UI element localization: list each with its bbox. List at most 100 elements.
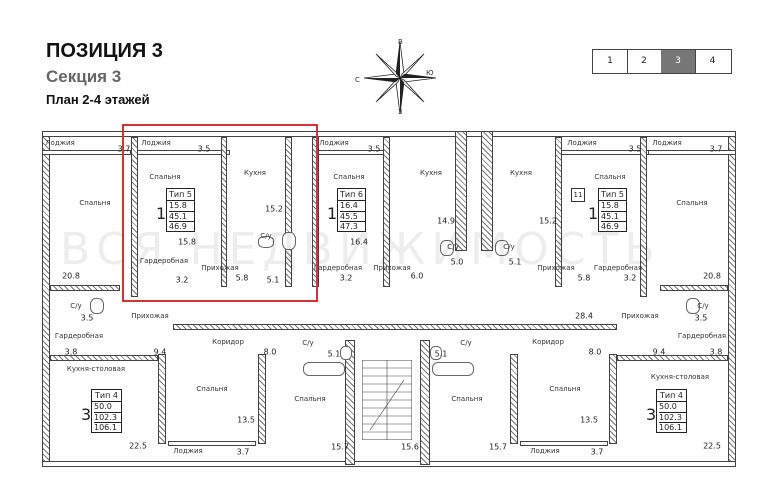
area-label: 15.7	[489, 442, 507, 452]
room-label: Гардеробная	[677, 332, 727, 340]
room-label: Кухня-столовая	[650, 373, 710, 381]
wall	[168, 441, 256, 446]
wall	[312, 137, 319, 287]
wall	[285, 137, 292, 287]
wall	[131, 137, 138, 297]
wall	[50, 355, 158, 361]
room-label: С/у	[302, 339, 314, 347]
area-with-loggia: 106.1	[659, 422, 686, 433]
wall	[660, 285, 728, 291]
apartment-type: Тип 6	[338, 189, 365, 201]
wall	[258, 354, 266, 444]
area-label: 5.1	[327, 349, 341, 359]
living-area: 15.8	[601, 201, 619, 210]
area-label: 14.9	[437, 216, 455, 226]
compass-east: Ю	[426, 69, 434, 77]
toilet-icon	[340, 346, 352, 360]
wall	[50, 285, 120, 291]
page-title: ПОЗИЦИЯ 3	[46, 40, 163, 62]
wall	[221, 137, 227, 287]
wall	[640, 137, 647, 297]
room-label: Спальня	[196, 385, 228, 393]
room-label: Лоджия	[652, 139, 682, 147]
wall	[510, 354, 518, 444]
apartment-info-1[interactable]: Тип 5 1 15.8 45.1 46.9	[156, 188, 195, 232]
room-label: С/у	[260, 232, 272, 240]
apartment-info-5[interactable]: Тип 4 3 50.0 102.3 106.1	[646, 389, 687, 433]
area-label: 15.2	[539, 216, 557, 226]
room-label: Гардеробная	[54, 332, 104, 340]
apartment-info-2[interactable]: Тип 6 1 16.4 45.5 47.3	[327, 188, 366, 232]
room-label: Спальня	[333, 173, 365, 181]
area-label: 13.5	[237, 415, 255, 425]
apartment-info-3[interactable]: Тип 5 1 15.8 45.1 46.9	[588, 188, 627, 232]
sink-icon	[258, 236, 274, 248]
area-label: 20.8	[62, 271, 80, 281]
area-label: 15.6	[401, 442, 419, 452]
total-area: 102.3	[659, 412, 686, 423]
room-label: Лоджия	[567, 139, 597, 147]
section-tab-3-active[interactable]: 3	[661, 50, 696, 73]
area-label: 5.8	[235, 273, 249, 283]
area-with-loggia: 106.1	[94, 422, 121, 433]
wall	[728, 131, 736, 467]
floors-subtitle: План 2-4 этажей	[46, 92, 150, 107]
area-label: 3.2	[339, 273, 353, 283]
area-label: 22.5	[129, 441, 147, 451]
area-label: 15.8	[178, 237, 196, 247]
room-label: Гардеробная	[593, 264, 643, 272]
section-tab-1[interactable]: 1	[593, 50, 628, 73]
room-label: Лоджия	[141, 139, 171, 147]
apartment-type: Тип 4	[657, 390, 686, 402]
area-label: 9.4	[652, 347, 666, 357]
apartment-number: 11	[571, 188, 585, 202]
selected-apartment-highlight[interactable]	[122, 124, 318, 302]
wall	[520, 441, 608, 446]
area-label: 3.7	[236, 447, 250, 457]
section-selector: 1 2 3 4	[592, 49, 732, 74]
apartment-type: Тип 5	[167, 189, 194, 201]
area-label: 3.5	[694, 313, 708, 323]
watermark: ВСЯ НЕДВИЖИМОСТЬ	[60, 224, 661, 275]
room-label: Гардеробная	[139, 257, 189, 265]
area-label: 3.8	[709, 347, 723, 357]
apartment-type: Тип 5	[599, 189, 626, 201]
toilet-icon	[430, 346, 442, 360]
room-label: С/у	[70, 302, 82, 310]
toilet-icon	[686, 298, 700, 314]
section-tab-2[interactable]: 2	[627, 50, 662, 73]
room-label: С/у	[697, 302, 709, 310]
bathtub-icon	[432, 362, 474, 376]
wall	[420, 340, 430, 465]
room-label: Прихожая	[201, 264, 239, 272]
room-count: 1	[327, 204, 338, 223]
area-label: 3.5	[628, 144, 642, 154]
compass-rose-icon	[363, 41, 437, 115]
apartment-info-4[interactable]: Тип 4 3 50.0 102.3 106.1	[81, 389, 122, 433]
living-area: 15.8	[169, 201, 187, 210]
area-label: 3.7	[590, 447, 604, 457]
area-with-loggia: 46.9	[169, 221, 194, 232]
room-label: Прихожая	[621, 312, 659, 320]
area-label: 8.0	[263, 347, 277, 357]
room-label: Лоджия	[173, 447, 203, 455]
area-label: 5.1	[266, 275, 280, 285]
room-count: 1	[588, 204, 599, 223]
area-label: 3.2	[175, 275, 189, 285]
toilet-icon	[440, 240, 454, 256]
section-tab-4[interactable]: 4	[709, 56, 716, 66]
room-count: 1	[156, 204, 167, 223]
apartment-type: Тип 4	[92, 390, 121, 402]
total-area: 45.1	[601, 211, 626, 222]
area-label: 5.8	[577, 273, 591, 283]
area-label: 5.1	[508, 257, 522, 267]
staircase	[362, 360, 412, 440]
total-area: 45.1	[169, 211, 194, 222]
area-label: 28.4	[575, 311, 593, 321]
room-label: Коридор	[532, 338, 564, 346]
area-label: 16.4	[350, 237, 368, 247]
area-label: 3.7	[117, 144, 131, 154]
area-label: 5.0	[450, 257, 464, 267]
room-label: Коридор	[212, 338, 244, 346]
room-label: Кухня	[419, 169, 443, 177]
